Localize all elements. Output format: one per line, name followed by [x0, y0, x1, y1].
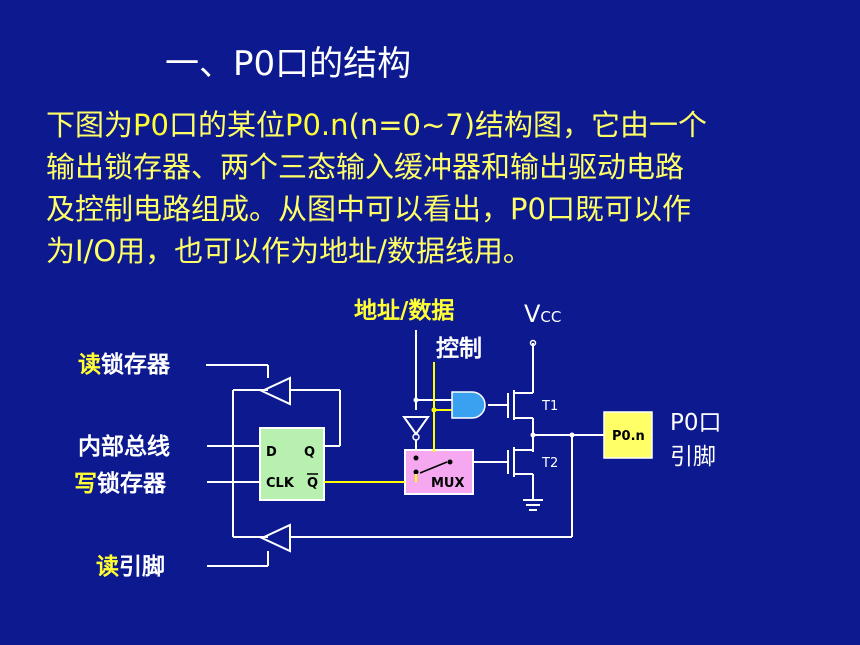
vcc-terminal: [529, 339, 537, 347]
read-latch-label: 读锁存器: [78, 351, 171, 378]
read-pin-buffer: [259, 523, 291, 553]
pin-box: [603, 411, 653, 459]
pin-label-line1: P0口: [670, 410, 722, 436]
control-label: 控制: [436, 335, 482, 362]
paragraph-line-1-segment: 下图为: [46, 108, 134, 142]
inverter: [402, 416, 430, 436]
and-gate: [451, 391, 486, 419]
slide-title: 一、P0口的结构: [165, 44, 412, 84]
paragraph-line-1-segment: P0.n: [284, 108, 349, 142]
paragraph-line-2: 输出锁存器、两个三态输入缓冲器和输出驱动电路: [46, 150, 685, 184]
mux-label: MUX: [431, 476, 465, 491]
paragraph-line-3: 及控制电路组成。从图中可以看出，P0口既可以作: [46, 192, 691, 226]
paragraph-line-1-segment: 口的某位: [168, 108, 285, 142]
mux-switch: [413, 455, 453, 475]
control-wires: [324, 362, 452, 483]
paragraph-line-1-segment: P0: [133, 108, 169, 142]
write-latch-label: 写锁存器: [74, 470, 167, 497]
paragraph-line-1-segment: (n=0~7)结构图，它由一个: [348, 108, 708, 142]
latch-qbar-label: Q: [307, 476, 318, 491]
latch-d-label: D: [266, 445, 277, 460]
address-data-label: 地址/数据: [354, 298, 454, 324]
vcc-label: VCC: [524, 300, 561, 328]
junction-dots: [413, 397, 575, 438]
paragraph-line-4: 为I/O用，也可以作为地址/数据线用。: [46, 234, 532, 268]
pin-label-line2: 引脚: [670, 444, 716, 470]
read-pin-label: 读引脚: [96, 554, 165, 580]
output-latch: [259, 427, 325, 501]
read-latch-buffer: [259, 376, 291, 406]
t1-label: T1: [541, 399, 558, 414]
latch-q-label: Q: [304, 445, 315, 460]
paragraph-line-1: 下图为P0口的某位P0.n(n=0~7)结构图，它由一个: [46, 104, 836, 146]
t2-label: T2: [541, 456, 558, 471]
description-paragraph: 下图为P0口的某位P0.n(n=0~7)结构图，它由一个 输出锁存器、两个三态输…: [46, 104, 836, 272]
internal-bus-label: 内部总线: [78, 433, 170, 460]
pin-box-label: P0.n: [612, 429, 645, 444]
latch-clk-label: CLK: [266, 476, 295, 491]
